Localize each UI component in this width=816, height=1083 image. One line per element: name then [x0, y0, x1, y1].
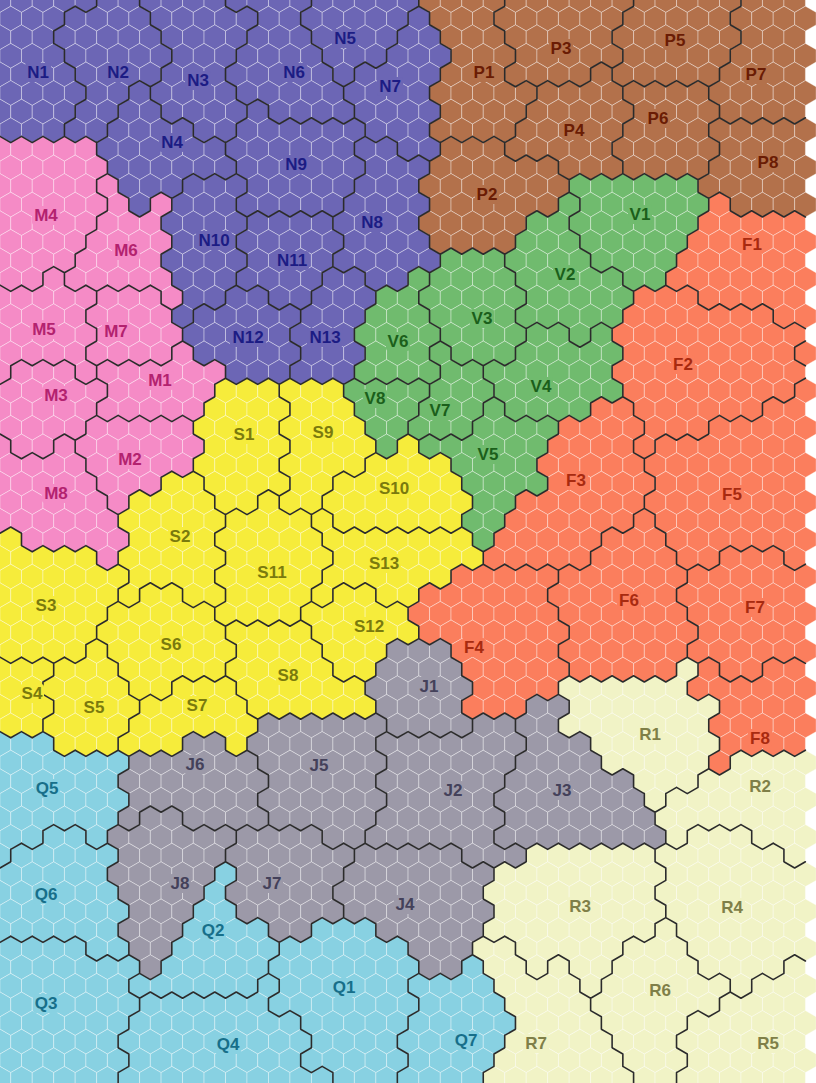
- map-stage: N1N2N3N4N5N6N7N8N9N10N11N12N13P1P2P3P4P5…: [0, 0, 816, 1083]
- hex-cells: [0, 0, 816, 1083]
- hex-map: [0, 0, 816, 1083]
